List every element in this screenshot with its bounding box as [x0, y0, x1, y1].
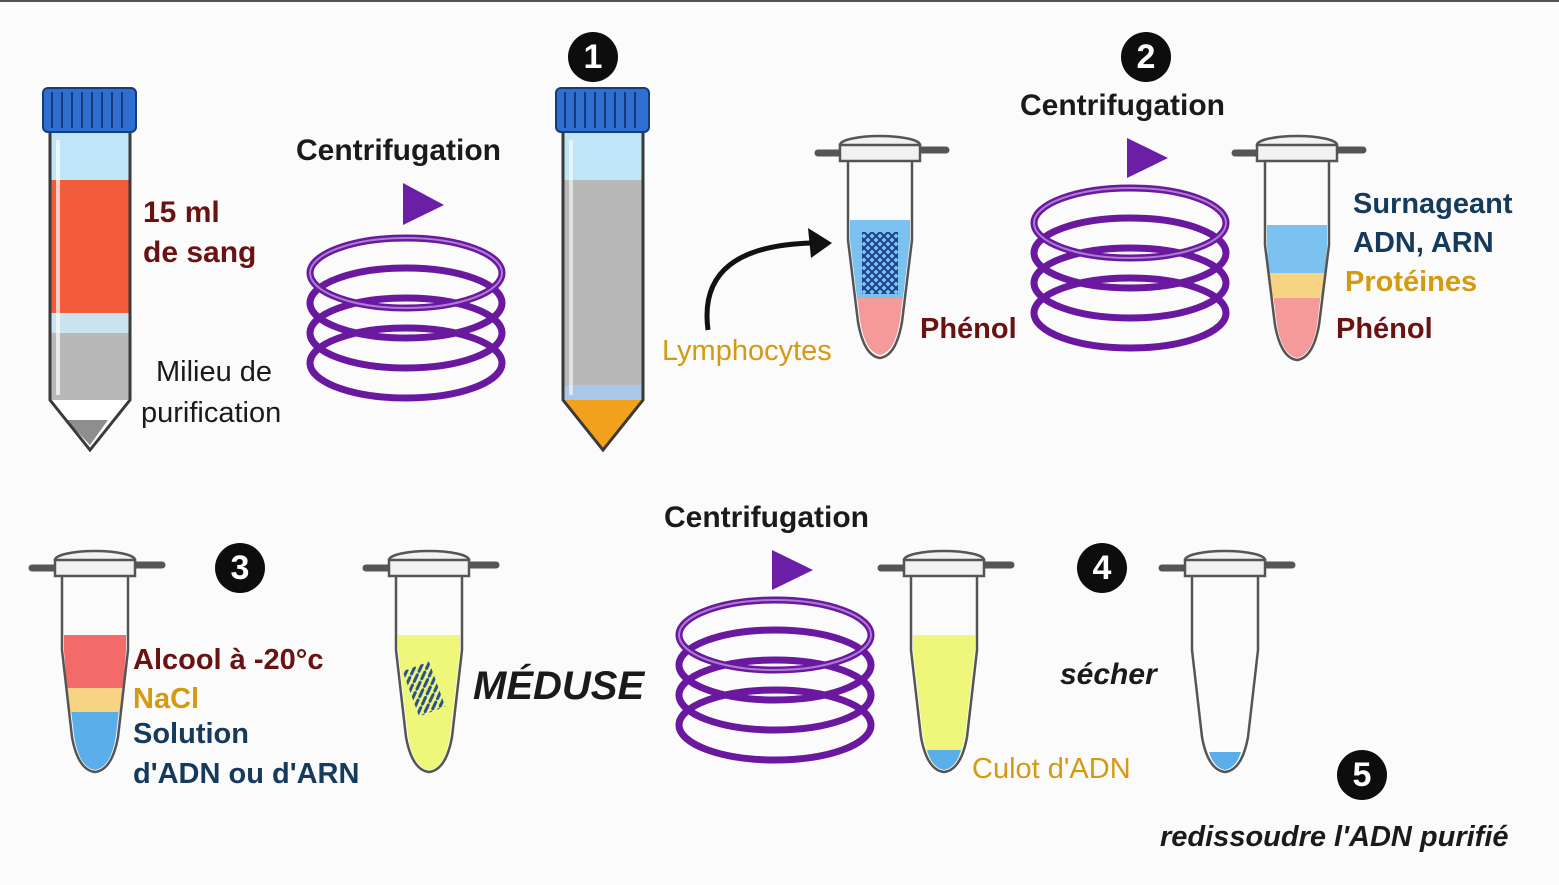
eppendorf-tube-icon — [877, 549, 1015, 774]
centrifugation-label-1: Centrifugation — [296, 134, 501, 167]
blood-label: de sang — [143, 236, 257, 269]
step-badge-1: 1 — [568, 32, 618, 82]
centrifuge-spiral-icon — [675, 550, 875, 764]
centrifugation-label-2: Centrifugation — [1020, 89, 1225, 122]
redissoudre-label: redissoudre l'ADN purifié — [1160, 821, 1509, 853]
centrifuge-spiral-icon — [306, 183, 506, 402]
eppendorf-tube-icon — [28, 549, 166, 774]
solution-label: Solution — [133, 718, 249, 750]
phenol-label-2: Phénol — [1336, 313, 1433, 345]
centrifuge-spiral-icon — [1030, 138, 1230, 352]
step-badge-4: 4 — [1077, 543, 1127, 593]
purification-label: purification — [141, 397, 282, 429]
step-badge-2: 2 — [1121, 32, 1171, 82]
eppendorf-tube-icon — [1158, 549, 1296, 774]
milieu-label: Milieu de — [156, 356, 273, 388]
eppendorf-tube-icon — [362, 549, 500, 774]
secher-label: sécher — [1060, 658, 1157, 691]
centrifugation-label-3: Centrifugation — [664, 501, 869, 534]
step-badge-5: 5 — [1337, 750, 1387, 800]
solution-adn-label: d'ADN ou d'ARN — [133, 758, 360, 790]
adn-arn-label: ADN, ARN — [1353, 227, 1494, 259]
surnageant-label: Surnageant — [1353, 188, 1513, 220]
falcon-tube-icon — [555, 87, 650, 453]
proteines-label: Protéines — [1345, 266, 1478, 298]
phenol-label-1: Phénol — [920, 313, 1017, 345]
top-border — [0, 0, 1559, 2]
curved-arrow-icon — [704, 228, 832, 331]
eppendorf-tube-icon — [814, 134, 950, 360]
lymphocytes-label: Lymphocytes — [662, 335, 832, 367]
blood-volume-label: 15 ml — [143, 196, 220, 229]
alcool-label: Alcool à -20°c — [133, 644, 324, 676]
eppendorf-tube-icon — [1231, 134, 1367, 362]
step-badge-3: 3 — [215, 543, 265, 593]
falcon-tube-icon — [42, 87, 137, 453]
nacl-label: NaCl — [133, 683, 200, 715]
culot-label: Culot d'ADN — [972, 753, 1131, 785]
meduse-label: MÉDUSE — [473, 664, 645, 708]
